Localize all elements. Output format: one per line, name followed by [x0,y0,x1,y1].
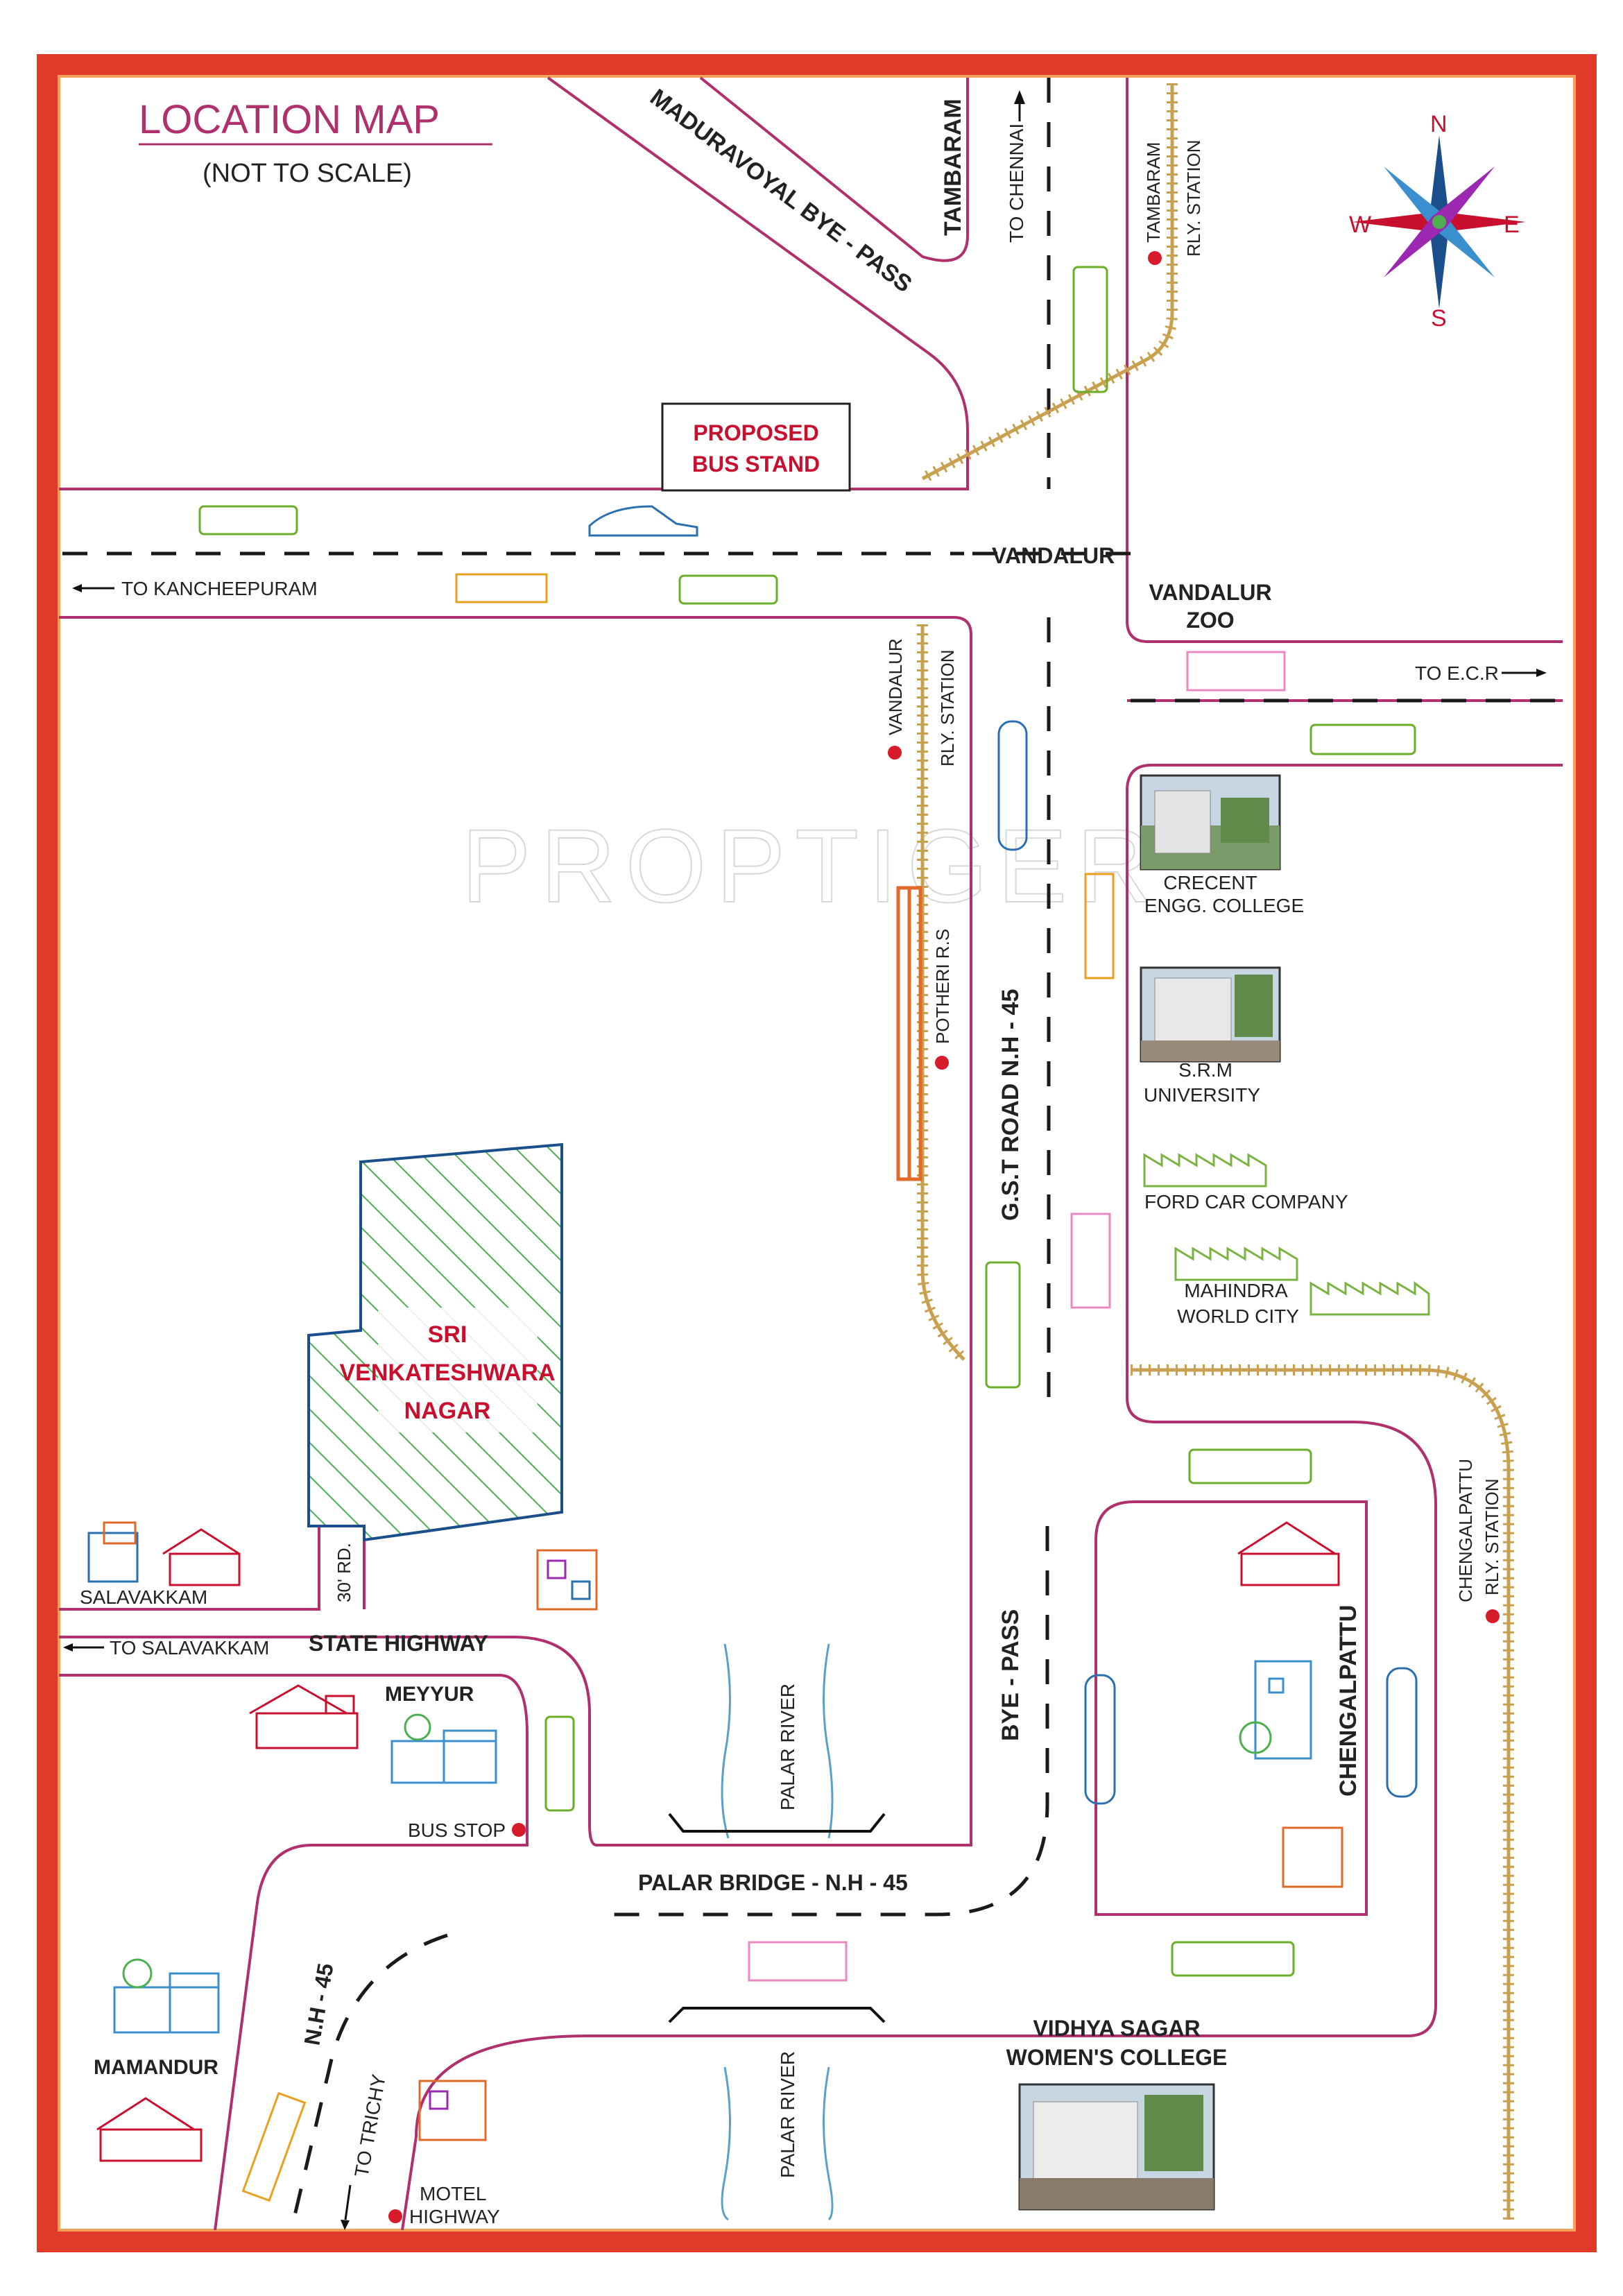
srm-university-photo [1140,966,1281,1063]
chengalpattu-house-icon [1237,1521,1340,1586]
meyyur-building-icon [390,1713,497,1784]
chengalpattu-station-marker [1486,1609,1500,1623]
bye-pass-label: BYE - PASS [997,1609,1024,1741]
motel-label-1: MOTEL [420,2183,486,2204]
building-icon-30rd [536,1549,598,1611]
railway-lines [917,83,1514,2220]
gst-road-label: G.S.T ROAD N.H - 45 [997,989,1024,1221]
palar-river [721,1643,834,2221]
compass-east: E [1504,212,1520,238]
mamandur-building-icon [113,1958,220,2034]
page-border [37,54,1597,2252]
chengalpattu-station-label-1: CHENGALPATTU [1455,1459,1476,1602]
chengalpattu-building-icon [1239,1660,1312,1760]
to-kancheepuram-label: TO KANCHEEPURAM [121,578,318,599]
road-network [59,76,1563,2231]
state-highway-label: STATE HIGHWAY [309,1631,488,1656]
vandalur-zoo-label-2: ZOO [1186,608,1234,633]
vidhya-college-photo [1018,2083,1215,2211]
palar-river-label-1: PALAR RIVER [777,1684,798,1810]
bus-stand-label-1: PROPOSED [693,420,818,445]
chengalpattu-small-building-icon [1282,1826,1343,1888]
project-label-2: VENKATESHWARA [339,1360,555,1386]
crescent-college-photo [1140,774,1281,871]
watermark: PROPTIGER [461,807,1161,924]
vandalur-station-marker [888,746,902,760]
vidhya-label-2: WOMEN'S COLLEGE [1006,2045,1228,2070]
chengalpattu-label: CHENGALPATTU [1335,1605,1362,1797]
mamandur-label: MAMANDUR [94,2056,218,2079]
compass-west: W [1349,212,1371,238]
ford-factory-icon [1143,1153,1267,1188]
tambaram-station-label-2: RLY. STATION [1183,139,1204,257]
meyyur-label: MEYYUR [385,1683,474,1706]
bus-stop-marker [512,1823,526,1837]
vehicles [198,266,1418,2202]
vidhya-label-1: VIDHYA SAGAR [1033,2016,1200,2041]
bus-stand-label-2: BUS STAND [692,452,820,477]
crescent-label-1: CRECENT [1163,872,1257,893]
tambaram-label: TAMBARAM [940,98,966,236]
project-label-3: NAGAR [404,1398,491,1424]
palar-river-label-2: PALAR RIVER [777,2051,798,2178]
to-trichy-label: TO TRICHY [350,2073,390,2179]
chengalpattu-station-label-2: RLY. STATION [1482,1478,1502,1595]
mamandur-house-icon [96,2097,203,2162]
proposed-bus-stand-box [661,402,851,492]
meyyur-house-icon [249,1684,359,1749]
vandalur-station-label-1: VANDALUR [885,638,906,735]
to-chennai-label: TO CHENNAI [1006,123,1027,243]
srm-label-1: S.R.M [1178,1059,1233,1081]
mahindra-factory-icon [1174,1246,1430,1316]
to-salavakkam-label: TO SALAVAKKAM [110,1637,269,1659]
tambaram-station-label-1: TAMBARAM [1143,142,1164,243]
salavakkam-houses-icon [87,1521,241,1586]
ford-label: FORD CAR COMPANY [1144,1191,1348,1213]
motel-building-icon [418,2080,487,2141]
road-30-label: 30' RD. [334,1543,354,1602]
nh45-label: N.H - 45 [299,1962,338,2048]
compass-rose: N S E W [1349,111,1526,332]
mahindra-label-2: WORLD CITY [1177,1305,1299,1327]
compass-north: N [1430,111,1448,137]
to-ecr-label: TO E.C.R [1415,662,1499,684]
project-label-1: SRI [428,1321,467,1348]
potheri-marker [935,1056,949,1070]
road-center-dashes [62,78,1563,2231]
bus-stop-label: BUS STOP [408,1819,506,1841]
palar-bridge-label: PALAR BRIDGE - N.H - 45 [638,1870,908,1895]
motel-label-2: HIGHWAY [409,2206,500,2227]
vandalur-zoo-label-1: VANDALUR [1149,580,1271,605]
potheri-label: POTHERI R.S [932,929,953,1044]
srm-label-2: UNIVERSITY [1144,1084,1260,1106]
salavakkam-label: SALAVAKKAM [80,1586,207,1608]
mahindra-label-1: MAHINDRA [1184,1280,1288,1301]
motel-marker [388,2209,402,2223]
crescent-label-2: ENGG. COLLEGE [1144,895,1304,916]
vandalur-station-label-2: RLY. STATION [937,649,958,766]
map-title: LOCATION MAP [139,97,440,142]
compass-south: S [1431,305,1447,332]
map-subtitle: (NOT TO SCALE) [203,159,412,188]
madurai-bypass-label: MADURAVOYAL BYE - PASS [645,84,917,298]
tambaram-station-marker [1148,251,1162,265]
vandalur-label: VANDALUR [992,543,1115,568]
potheri-platform [896,886,922,1181]
